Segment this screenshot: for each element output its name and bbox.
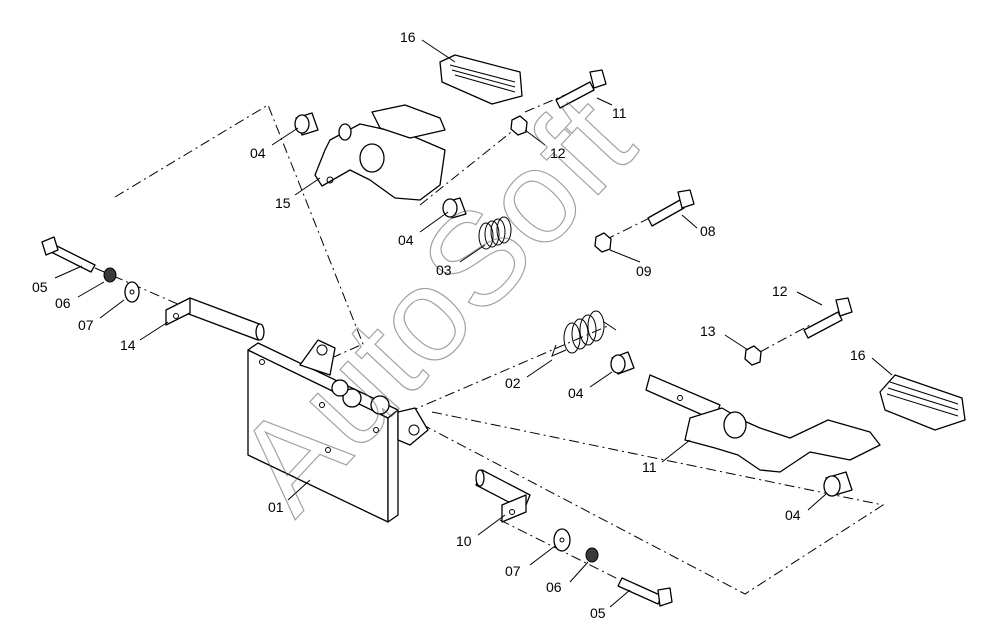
callout-05-left: 05 [32,279,48,295]
part-15-pedal-bracket [314,104,446,201]
callout-03: 03 [436,262,452,278]
callout-04-upper-left: 04 [250,145,266,161]
part-02-spring-lower [551,310,617,357]
callout-16-upper: 16 [400,29,416,45]
callout-04-upper-right: 04 [398,232,414,248]
callout-06-left: 06 [55,295,71,311]
callout-11-upper: 11 [612,105,627,121]
callout-labels: 16 11 04 12 15 04 03 08 09 05 06 07 12 1… [32,29,866,621]
nuts [103,115,762,563]
callout-09: 09 [636,263,652,279]
callout-07-left: 07 [78,317,94,333]
callout-04-middle: 04 [568,385,584,401]
part-16-pedal-pad-upper [439,54,523,105]
callout-10: 11 [642,459,657,475]
callout-12-lower: 13 [700,323,716,339]
callout-12-upper: 12 [550,145,566,161]
callout-13: 10 [456,533,472,549]
part-10-pedal-arm [645,374,881,473]
callout-06-right: 06 [546,579,562,595]
washers [124,281,571,552]
part-03-spring-upper [478,216,512,250]
callout-14: 14 [120,337,136,353]
part-13-right-shaft [475,469,531,523]
callout-07-right: 07 [505,563,521,579]
callout-02: 02 [505,375,521,391]
part-14-left-shaft [165,297,265,341]
bolts [41,69,853,607]
part-01-mounting-plate [247,339,429,523]
callout-15: 15 [275,195,291,211]
callout-08: 08 [700,223,716,239]
callout-04-lower: 04 [785,507,801,523]
callout-11-lower: 12 [772,283,788,299]
part-16-pedal-pad-lower [879,374,966,431]
watermark: AutoSoft [208,69,661,540]
callout-16-lower: 16 [850,347,866,363]
part-04-bushings [294,112,853,497]
callout-05-right: 05 [590,605,606,621]
leader-lines [54,39,893,608]
callout-01: 01 [268,499,284,515]
